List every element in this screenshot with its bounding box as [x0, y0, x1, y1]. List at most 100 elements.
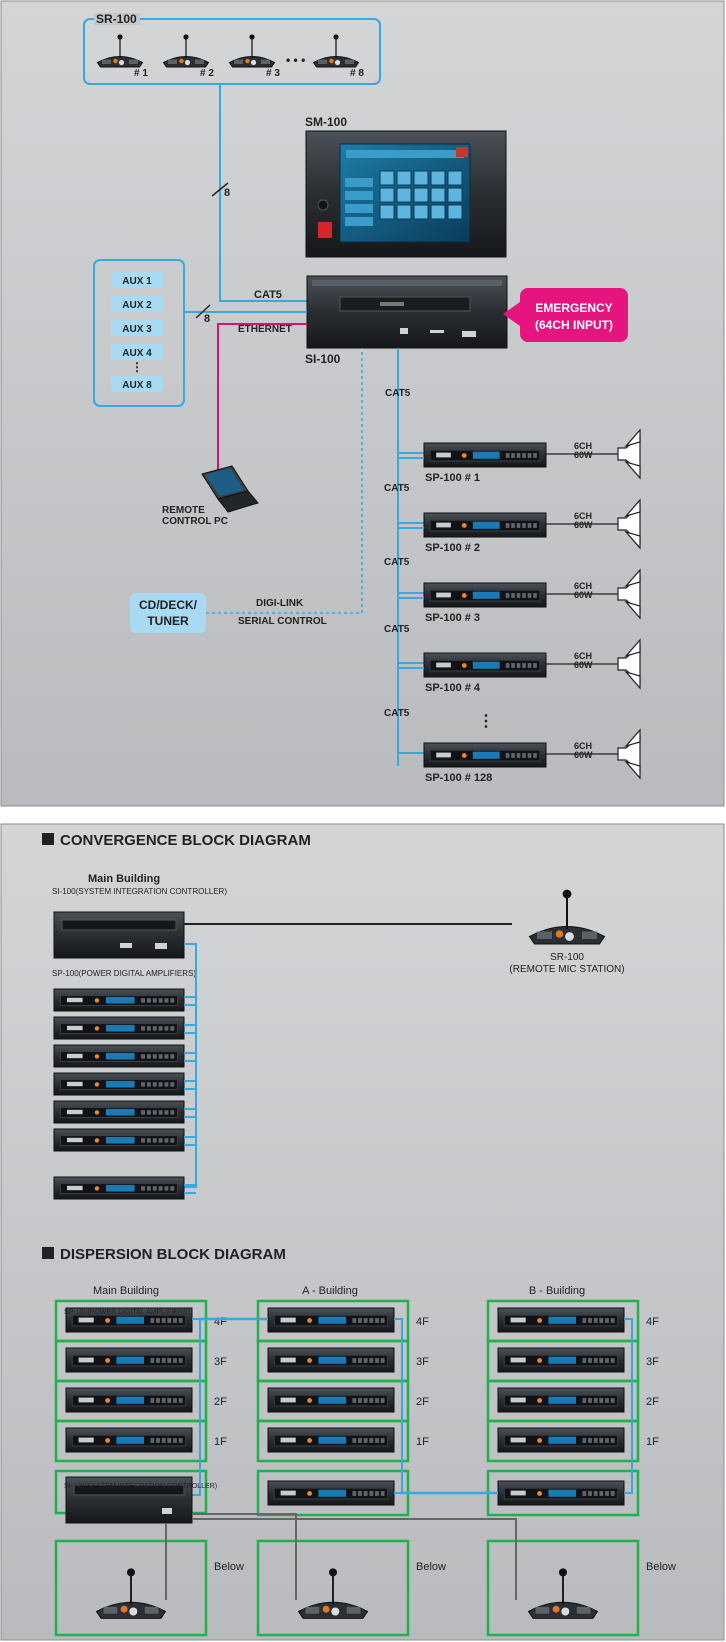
floor-label: 2F [416, 1396, 429, 1408]
speaker-rating-w: 60W [574, 520, 593, 530]
digi-link-cable [206, 348, 363, 614]
disp-sp100-amp [65, 1387, 193, 1413]
sp100-amp-label: SP-100 # 128 [425, 772, 492, 784]
amp-dots: ⋮ [478, 713, 494, 730]
sp100-amp-label: SP-100 # 4 [425, 682, 481, 694]
disp-sp100-amp [65, 1307, 193, 1333]
below-label: Below [646, 1561, 676, 1573]
speaker-icon [617, 498, 641, 550]
aux-group: AUX 1 AUX 2 AUX 3 AUX 4 AUX 8 ⋮ [111, 272, 163, 392]
disp-mic [527, 1568, 599, 1619]
sr100-dots: • • • [286, 53, 305, 67]
conv-si-caption: SI-100(SYSTEM INTEGRATION CONTROLLER) [52, 887, 227, 896]
disp-sp100-amp [497, 1480, 625, 1506]
emergency-label-1: EMERGENCY [535, 301, 612, 315]
sr100-unit-label: # 8 [350, 68, 364, 79]
disp-sp100-amp [497, 1387, 625, 1413]
disp-sp100-amp [267, 1427, 395, 1453]
aux-dots: ⋮ [131, 360, 143, 374]
remote-pc-label-1: REMOTE [162, 505, 205, 516]
top-panel [0, 0, 725, 807]
si100-device [306, 275, 508, 349]
disp-si100-device [65, 1476, 193, 1524]
below-label: Below [214, 1561, 244, 1573]
serial-control-label: SERIAL CONTROL [238, 616, 327, 627]
speaker-icon [617, 638, 641, 690]
convergence-heading: CONVERGENCE BLOCK DIAGRAM [60, 832, 311, 849]
floor-label: 4F [416, 1316, 429, 1328]
conv-sp100-amp [53, 1016, 185, 1040]
aux-label: AUX 3 [122, 324, 152, 335]
disp-sp100-amp [267, 1347, 395, 1373]
disp-sp-caption: SP-100(POWER DIGITAL AMPLIFIERS) [64, 1309, 190, 1316]
aux-label: AUX 8 [122, 380, 152, 391]
sp100-amp-label: SP-100 # 3 [425, 612, 480, 624]
sp100-amp [423, 582, 547, 608]
speaker-icon [617, 568, 641, 620]
aux-box [111, 344, 163, 360]
sp100-amp-label: SP-100 # 1 [425, 472, 480, 484]
disp-sp100-amp [267, 1387, 395, 1413]
speaker-rating-w: 60W [574, 590, 593, 600]
sp100-amp [423, 742, 547, 768]
sm100-title: SM-100 [305, 115, 347, 129]
below-box [256, 1539, 410, 1637]
disp-sp100-amp [497, 1307, 625, 1333]
dispersion-heading: DISPERSION BLOCK DIAGRAM [60, 1246, 286, 1263]
speaker-rating-ch: 6CH [574, 651, 592, 661]
wire-count-sr: 8 [224, 187, 230, 199]
remote-pc-laptop [201, 465, 259, 513]
floor-label: 2F [214, 1396, 227, 1408]
disp-sp100-amp [267, 1480, 395, 1506]
sr100-title-mask [94, 13, 140, 25]
sp100-amp [423, 652, 547, 678]
speaker-icon [617, 728, 641, 780]
dispersion-bullet [42, 1247, 54, 1259]
speaker-rating-ch: 6CH [574, 581, 592, 591]
aux-box [111, 376, 163, 392]
cat5-label: CAT5 [384, 624, 410, 635]
disp-sp100-amp [497, 1347, 625, 1373]
speaker-rating-w: 60W [574, 660, 593, 670]
floor-label: 1F [214, 1436, 227, 1448]
aux-label: AUX 4 [122, 348, 152, 359]
sr100-title: SR-100 [96, 12, 137, 26]
sr100-unit-label: # 3 [266, 68, 280, 79]
sr100-group-box [83, 18, 381, 85]
speaker-icon [617, 428, 641, 480]
aux-group-box [93, 259, 185, 407]
conv-sp100-amp [53, 1176, 185, 1200]
conv-si100-device [53, 911, 185, 959]
conv-main-building: Main Building [88, 873, 160, 885]
disp-mic [297, 1568, 369, 1619]
speaker-rating-ch: 6CH [574, 511, 592, 521]
sr100-mic-1 [96, 34, 144, 68]
cat5-label: CAT5 [384, 557, 410, 568]
disp-sp100-amp [65, 1427, 193, 1453]
below-label: Below [416, 1561, 446, 1573]
conv-sp100-amp [53, 988, 185, 1012]
floor-label: 4F [646, 1316, 659, 1328]
aux-box [111, 320, 163, 336]
si100-title: SI-100 [305, 352, 341, 366]
sr100-mic-2 [162, 34, 210, 68]
disp-si-caption: SI-100(SYSTEM INTEGRATION CONTROLLER) [64, 1483, 217, 1490]
speaker-rating-ch: 6CH [574, 441, 592, 451]
convergence-bullet [42, 833, 54, 845]
floor-label: 3F [214, 1356, 227, 1368]
ethernet-label: ETHERNET [238, 324, 292, 335]
floor-label: 2F [646, 1396, 659, 1408]
convergence-diagram [53, 889, 606, 1200]
aux-label: AUX 2 [122, 300, 152, 311]
sp100-amp [423, 512, 547, 538]
sp100-amp-label: SP-100 # 2 [425, 542, 480, 554]
floor-label: 1F [646, 1436, 659, 1448]
cat5-label: CAT5 [384, 483, 410, 494]
conv-sr100-mic [528, 889, 606, 945]
disp-building-a: A - Building [302, 1285, 358, 1297]
below-box [486, 1539, 640, 1637]
conv-sr-caption-1: SR-100 [550, 952, 584, 963]
aux-label: AUX 1 [122, 276, 152, 287]
